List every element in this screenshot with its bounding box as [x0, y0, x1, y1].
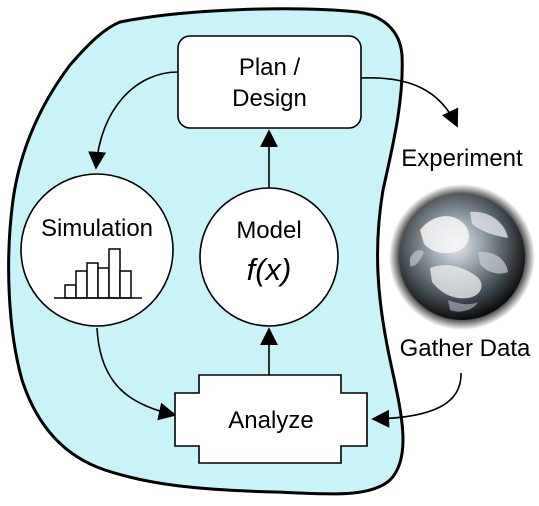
histogram-icon [54, 248, 142, 299]
arrow-plan-to-simulation [88, 71, 179, 170]
arrow-gather-data-to-analyze [371, 372, 462, 428]
plan-design-label-line2: Design [232, 85, 307, 112]
gather-data-label: Gather Data [400, 335, 531, 362]
simulation-label: Simulation [41, 215, 153, 242]
experiment-label: Experiment [401, 145, 523, 172]
arrow-plan-to-experiment [360, 77, 459, 128]
model-formula: f(x) [247, 252, 292, 287]
analyze-node: Analyze [174, 374, 368, 464]
arrow-simulation-to-analyze [96, 327, 177, 421]
model-label: Model [236, 217, 301, 244]
simulation-node: Simulation [20, 173, 174, 327]
plan-design-node: Plan / Design [177, 35, 362, 129]
earth-globe-icon [389, 184, 535, 330]
plan-design-label-line1: Plan / [239, 54, 301, 81]
analyze-label: Analyze [228, 407, 313, 434]
model-node: Model f(x) [199, 187, 339, 327]
